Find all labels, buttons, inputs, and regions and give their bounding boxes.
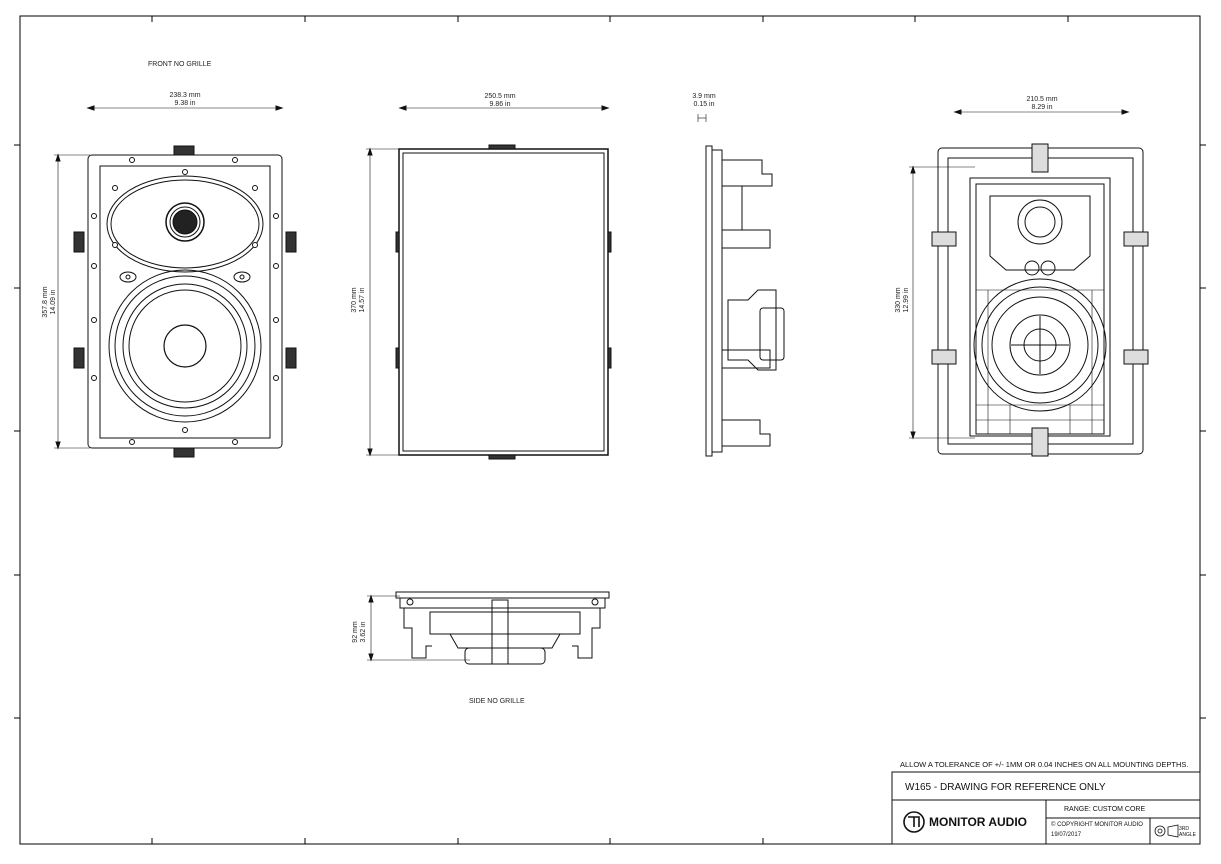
profile-depth-mm: 3.9 mm: [692, 93, 716, 100]
tolerance-note: ALLOW A TOLERANCE OF +/- 1MM OR 0.04 INC…: [900, 760, 1189, 769]
front-height-mm: 357.8 mm: [42, 286, 49, 318]
range-label: RANGE: CUSTOM CORE: [1064, 806, 1146, 813]
rear-view: [909, 109, 1149, 457]
profile-view: [697, 114, 785, 457]
side-depth-mm: 92 mm: [352, 621, 359, 643]
sheet-border: [19, 15, 1201, 845]
drawing-date: 19/07/2017: [1051, 832, 1082, 838]
profile-depth-in: 0.15 in: [693, 101, 715, 108]
grille-height-in: 14.57 in: [359, 287, 366, 313]
grille-width-mm: 250.5 mm: [484, 93, 516, 100]
rear-height-mm: 330 mm: [895, 287, 902, 313]
brand-name: MONITOR AUDIO: [929, 815, 1027, 829]
projection-symbol: [1154, 824, 1179, 838]
side-view: [367, 591, 610, 665]
drawing-title: W165 - DRAWING FOR REFERENCE ONLY: [905, 782, 1106, 793]
grille-view: [366, 105, 612, 460]
rear-width-in: 8.29 in: [1031, 104, 1053, 111]
front-height-in: 14.09 in: [50, 289, 57, 315]
side-depth-in: 3.62 in: [360, 621, 367, 643]
projection-label: 3RD ANGLE: [1179, 826, 1196, 838]
front-width-in: 9.38 in: [174, 100, 196, 107]
title-block-frame: [891, 771, 1201, 845]
front-view-title: FRONT NO GRILLE: [148, 61, 212, 68]
monitor-audio-logo: [903, 811, 925, 833]
grille-height-mm: 370 mm: [351, 287, 358, 313]
rear-height-in: 12.99 in: [903, 287, 910, 313]
front-width-mm: 238.3 mm: [169, 92, 201, 99]
front-view: [54, 105, 297, 458]
copyright-label: © COPYRIGHT MONITOR AUDIO: [1051, 822, 1143, 828]
rear-width-mm: 210.5 mm: [1026, 96, 1058, 103]
grille-width-in: 9.86 in: [489, 101, 511, 108]
side-view-title: SIDE NO GRILLE: [469, 698, 525, 705]
